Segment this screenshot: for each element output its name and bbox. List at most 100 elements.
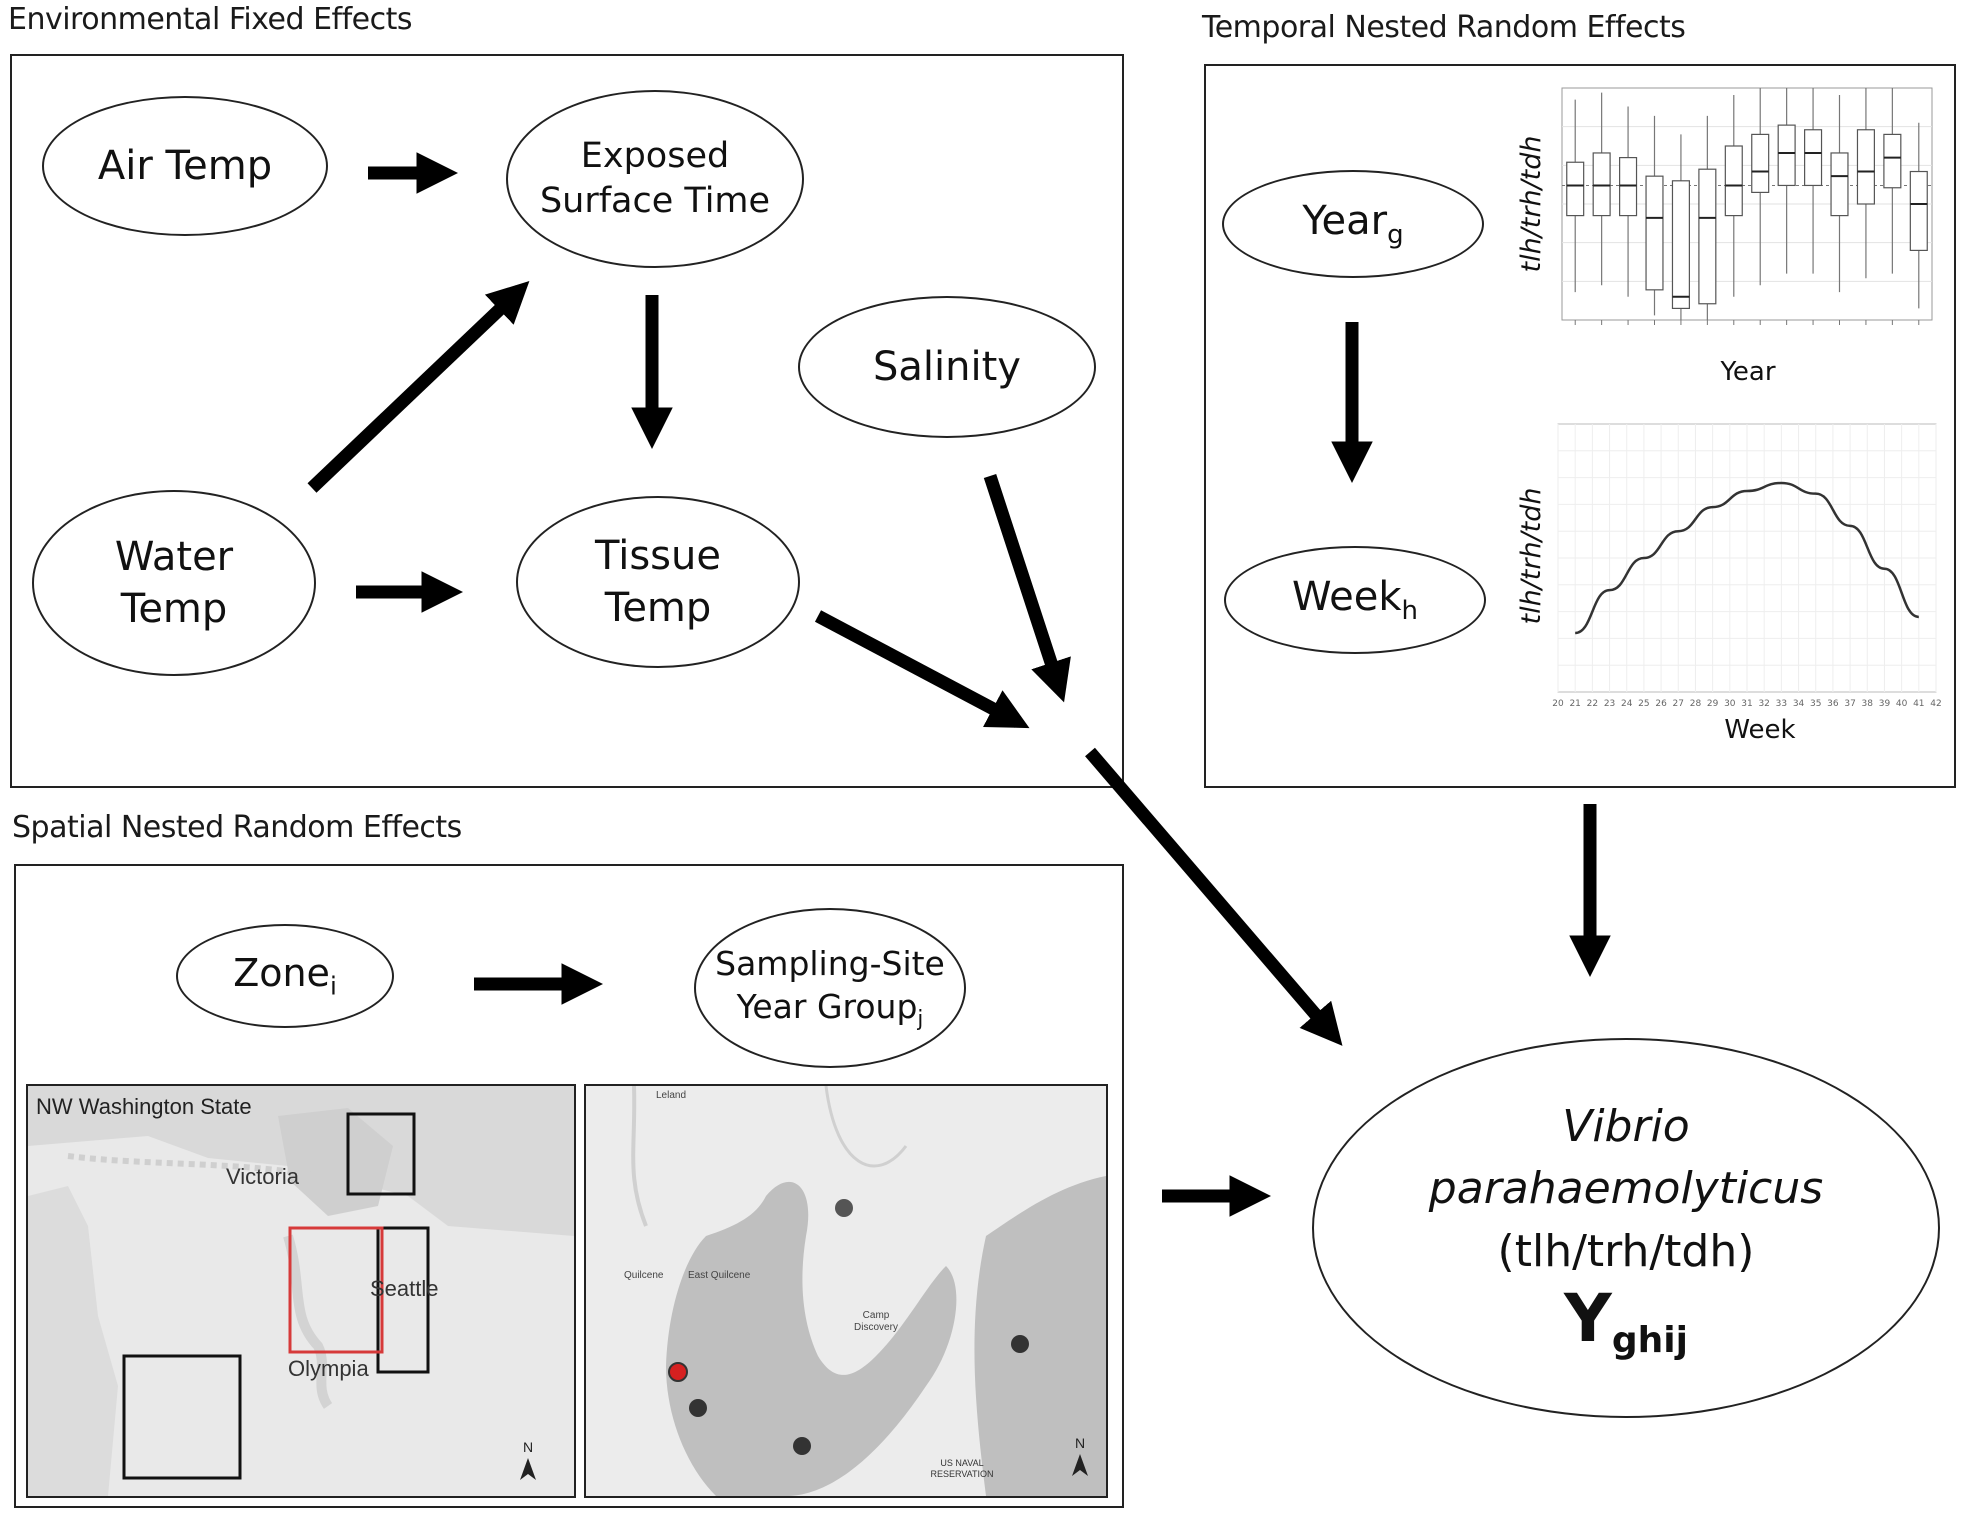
zone-box-north <box>346 1112 416 1196</box>
week-tick-label: 41 <box>1913 699 1924 709</box>
week-tick-label: 29 <box>1707 699 1719 709</box>
year-box <box>1671 180 1690 310</box>
year-plot-boxes <box>1566 88 1928 325</box>
week-tick-label: 25 <box>1638 699 1649 709</box>
map-label-victoria: Victoria <box>226 1164 300 1189</box>
map-left-title: NW Washington State <box>36 1094 252 1119</box>
year-box <box>1883 133 1902 189</box>
nw-washington-map: NW Washington State Victoria Seattle Oly… <box>26 1084 576 1498</box>
year-box <box>1592 152 1611 217</box>
outcome-node: Vibrio parahaemolyticus (tlh/trh/tdh) Yg… <box>1312 1038 1940 1418</box>
map-label-olympia: Olympia <box>288 1356 369 1381</box>
outcome-line2: parahaemolyticus <box>1428 1163 1824 1215</box>
week-tick-label: 38 <box>1862 699 1874 709</box>
week-plot-xlabel: Week <box>1724 715 1795 745</box>
zone-box-seattle <box>376 1226 430 1374</box>
year-node-label: Yearg <box>1302 198 1404 251</box>
exposed-label-line1: Exposed <box>580 135 730 176</box>
week-tick-label: 20 <box>1552 699 1564 709</box>
air-temp-node: Air Temp <box>42 96 328 236</box>
arrow-salinity-to-hub <box>983 473 1071 703</box>
week-tick-label: 30 <box>1724 699 1736 709</box>
sampling-site-node: Sampling-Site Year Groupj <box>694 908 966 1068</box>
site-marker-1 <box>689 1399 707 1417</box>
map-label-us-naval: US NAVAL <box>940 1458 983 1468</box>
map-label-camp: Camp <box>863 1310 890 1321</box>
water-label-line1: Water <box>114 534 234 580</box>
sampling-site-map: Leland Quilcene East Quilcene Camp Disco… <box>584 1084 1108 1498</box>
site-marker-3 <box>1011 1335 1029 1353</box>
water-label-line2: Temp <box>120 586 228 632</box>
outcome-line1: Vibrio <box>1562 1100 1690 1152</box>
site-marker-north <box>835 1199 853 1217</box>
arrow-water-to-exposed <box>307 281 530 493</box>
year-box <box>1804 129 1823 187</box>
spatial-title: Spatial Nested Random Effects <box>12 810 462 845</box>
zone-node: Zonei <box>176 924 394 1028</box>
zone-node-label: Zonei <box>233 951 337 1001</box>
exposed-surface-time-node: Exposed Surface Time <box>506 90 804 268</box>
svg-text:N: N <box>523 1439 533 1455</box>
salinity-label: Salinity <box>873 344 1021 390</box>
year-box <box>1724 145 1743 217</box>
week-tick-label: 33 <box>1776 699 1787 709</box>
map-label-leland: Leland <box>656 1090 686 1101</box>
year-box <box>1645 175 1664 291</box>
year-plot-xlabel: Year <box>1719 357 1775 387</box>
year-box <box>1619 156 1638 217</box>
exposed-label-line2: Surface Time <box>539 181 771 221</box>
tissue-label-line1: Tissue <box>595 533 721 579</box>
week-tick-label: 31 <box>1741 699 1752 709</box>
week-tick-label: 35 <box>1810 699 1821 709</box>
week-tick-label: 32 <box>1758 699 1769 709</box>
week-tick-label: 27 <box>1673 699 1684 709</box>
outcome-symbol: Yghij <box>1564 1280 1688 1361</box>
week-node: Weekh <box>1224 546 1486 654</box>
week-node-label: Weekh <box>1291 574 1419 627</box>
salinity-node: Salinity <box>798 296 1096 438</box>
year-box <box>1909 170 1928 251</box>
temporal-title: Temporal Nested Random Effects <box>1202 10 1686 45</box>
week-tick-label: 36 <box>1827 699 1839 709</box>
week-tick-label: 40 <box>1896 699 1908 709</box>
map-label-reservation: RESERVATION <box>930 1469 993 1479</box>
week-plot-ylabel: tlh/trh/tdh <box>1518 487 1547 624</box>
site-label-line2: Year Groupj <box>736 986 924 1032</box>
map-label-discovery: Discovery <box>854 1322 898 1333</box>
year-boxplot: tlh/trh/tdh Year <box>1518 87 1933 387</box>
site-label-line1: Sampling-Site <box>715 943 945 983</box>
zone-box-highlight <box>288 1226 384 1354</box>
arrow-tissue-to-hub <box>814 610 1030 729</box>
week-tick-label: 26 <box>1655 699 1667 709</box>
week-tick-label: 34 <box>1793 699 1805 709</box>
week-tick-label: 23 <box>1604 699 1615 709</box>
air-temp-label: Air Temp <box>97 143 273 189</box>
year-box <box>1698 168 1717 305</box>
year-box <box>1566 161 1585 217</box>
week-tick-label: 28 <box>1690 699 1702 709</box>
outcome-line3: (tlh/trh/tdh) <box>1497 1225 1755 1277</box>
year-node: Yearg <box>1222 170 1484 278</box>
week-tick-label: 37 <box>1844 699 1855 709</box>
week-tick-label: 24 <box>1621 699 1633 709</box>
week-tick-label: 42 <box>1930 699 1941 709</box>
week-curve-line <box>1574 481 1920 635</box>
week-tick-label: 39 <box>1879 699 1891 709</box>
year-box <box>1777 124 1796 187</box>
map-label-east-quilcene: East Quilcene <box>688 1270 751 1281</box>
year-box <box>1830 152 1849 217</box>
site-marker-highlight <box>668 1362 688 1382</box>
zone-box-coast <box>122 1354 242 1480</box>
svg-text:N: N <box>1075 1435 1085 1451</box>
map-label-seattle: Seattle <box>370 1276 439 1301</box>
arrow-env-to-outcome <box>1085 747 1343 1046</box>
site-marker-2 <box>793 1437 811 1455</box>
year-plot-ylabel: tlh/trh/tdh <box>1518 135 1547 272</box>
tissue-label-line2: Temp <box>604 585 712 631</box>
map-label-quilcene: Quilcene <box>624 1270 664 1281</box>
week-tick-label: 21 <box>1569 699 1580 709</box>
environmental-title: Environmental Fixed Effects <box>8 2 413 37</box>
